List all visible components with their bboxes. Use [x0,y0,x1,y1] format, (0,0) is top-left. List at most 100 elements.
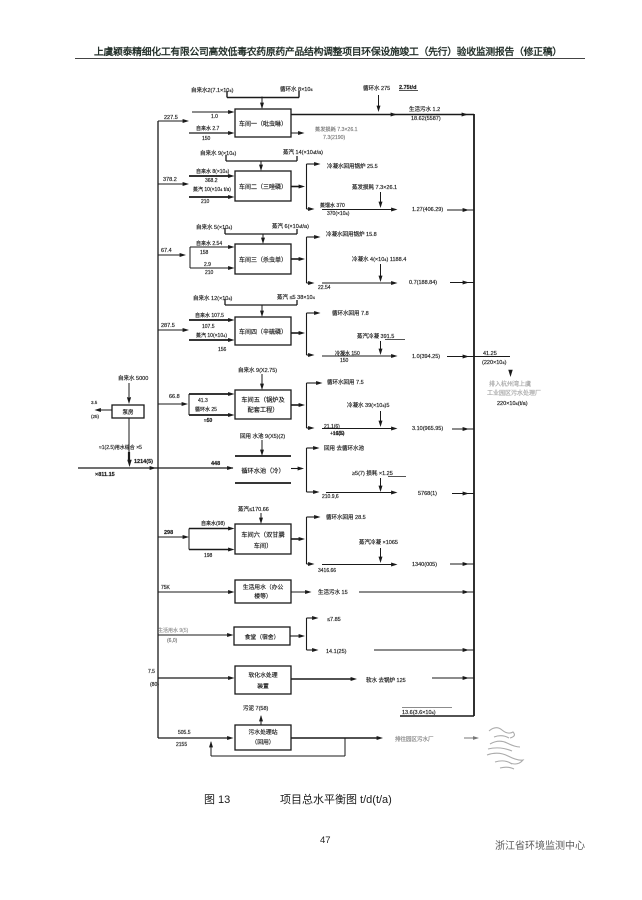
svg-text:生活用水（办公: 生活用水（办公 [243,583,284,591]
svg-text:≈50: ≈50 [204,418,213,424]
svg-text:污水处理站: 污水处理站 [249,728,278,736]
svg-text:蒸发损耗 7.3×26.1: 蒸发损耗 7.3×26.1 [315,125,358,133]
svg-text:13.6(3.6×104): 13.6(3.6×104) [402,710,436,716]
svg-text:蒸汽 14(×104t/a): 蒸汽 14(×104t/a) [283,148,323,156]
svg-text:泵房: 泵房 [122,408,134,416]
svg-text:22.54: 22.54 [318,285,331,291]
svg-text:排往园区污水厂: 排往园区污水厂 [395,735,434,743]
svg-text:生活用水 9(5): 生活用水 9(5) [158,627,189,634]
svg-text:装置: 装置 [257,682,269,690]
svg-text:7.5: 7.5 [148,669,155,675]
svg-text:自来水 107.5: 自来水 107.5 [195,312,224,319]
svg-text:循环水 275: 循环水 275 [363,84,390,92]
svg-text:循环水回用 7.8: 循环水回用 7.8 [332,309,369,317]
svg-text:158: 158 [200,250,209,256]
svg-text:自来水 2.54: 自来水 2.54 [196,240,222,247]
svg-text:蒸汽冷凝 391.5: 蒸汽冷凝 391.5 [357,332,394,340]
svg-text:软化水处理: 软化水处理 [249,671,278,679]
svg-text:1.27(406.29): 1.27(406.29) [412,207,443,213]
svg-text:150: 150 [340,358,349,364]
svg-text:378.2: 378.2 [163,177,177,183]
svg-text:生活污水 1.2: 生活污水 1.2 [409,105,440,113]
svg-text:298: 298 [164,530,173,536]
svg-text:生活污水 15: 生活污水 15 [318,588,348,596]
svg-text:冷凝水 4(×104) 1188.4: 冷凝水 4(×104) 1188.4 [352,255,406,263]
svg-text:368.2: 368.2 [205,178,218,184]
svg-text:蒸馏水 370: 蒸馏水 370 [320,202,345,209]
svg-text:自来水(98): 自来水(98) [201,520,225,527]
svg-text:车间五（锅炉及: 车间五（锅炉及 [241,396,284,404]
svg-text:自来水2(7.1×104): 自来水2(7.1×104) [191,86,234,94]
svg-text:75K: 75K [161,585,171,591]
svg-text:冷凝水 150: 冷凝水 150 [335,350,360,357]
svg-text:150: 150 [202,136,211,142]
svg-text:≈1(2.5)用水综合 ×5: ≈1(2.5)用水综合 ×5 [99,444,142,451]
svg-text:冷凝水回用锅炉 15.8: 冷凝水回用锅炉 15.8 [326,230,377,238]
svg-text:3416.66: 3416.66 [318,568,336,574]
svg-text:3.10(965.95): 3.10(965.95) [412,426,443,432]
svg-text:210: 210 [205,270,214,276]
svg-text:67.4: 67.4 [161,248,172,254]
svg-text:×811.15: ×811.15 [95,472,115,478]
svg-text:≥5(7) 损耗 ×1.25: ≥5(7) 损耗 ×1.25 [352,469,393,477]
svg-text:21.1(6): 21.1(6) [324,424,340,430]
svg-text:+16(5): +16(5) [330,431,345,437]
svg-text:回用 去循环水池: 回用 去循环水池 [324,444,365,452]
svg-text:2.9: 2.9 [204,262,211,268]
svg-text:循环水池（冷）: 循环水池（冷） [241,467,284,475]
svg-text:156: 156 [218,347,227,353]
svg-text:自来水 8(×104): 自来水 8(×104) [196,168,230,175]
svg-text:软水 去锅炉 125: 软水 去锅炉 125 [366,676,406,684]
svg-text:车间四（辛硫磷）: 车间四（辛硫磷） [239,328,287,336]
svg-text:220×104(t/a): 220×104(t/a) [497,401,528,407]
svg-text:（回用）: （回用） [251,739,274,746]
svg-text:1.0(394.25): 1.0(394.25) [412,354,440,360]
svg-text:自来水 9(×104): 自来水 9(×104) [200,149,236,157]
svg-text:(80): (80) [150,682,159,688]
svg-text:448: 448 [211,461,220,467]
svg-text:蒸汽≤170.66: 蒸汽≤170.66 [238,505,269,513]
svg-text:287.5: 287.5 [161,323,175,329]
svg-text:排入杭州湾上虞: 排入杭州湾上虞 [489,380,531,388]
svg-text:自来水 12(×104): 自来水 12(×104) [193,294,233,302]
svg-text:41.25: 41.25 [483,351,497,357]
svg-text:自来水 2.7: 自来水 2.7 [196,125,220,132]
svg-text:1214(5): 1214(5) [134,459,153,465]
svg-text:车间）: 车间） [254,542,273,550]
svg-text:冷凝水 39(×104)5: 冷凝水 39(×104)5 [347,401,389,409]
svg-text:车间六（双甘膦: 车间六（双甘膦 [241,531,284,539]
svg-text:1.0: 1.0 [211,114,218,120]
svg-text:污泥 7(58): 污泥 7(58) [243,704,269,712]
svg-text:5768(1): 5768(1) [418,491,437,497]
svg-text:蒸汽冷凝 ×1065: 蒸汽冷凝 ×1065 [359,538,398,546]
svg-text:车间二（三唑磷）: 车间二（三唑磷） [239,183,287,191]
svg-text:循环水 25: 循环水 25 [195,406,217,413]
svg-text:回用 水池 9(X5)(2): 回用 水池 9(X5)(2) [240,432,285,440]
svg-text:2155: 2155 [176,742,187,748]
svg-text:505.5: 505.5 [178,730,191,736]
svg-text:14.1(25): 14.1(25) [326,649,347,655]
svg-text:循环水 8×104: 循环水 8×104 [280,85,313,93]
svg-text:自来水 9(X2.75): 自来水 9(X2.75) [238,366,277,374]
svg-text:227.5: 227.5 [164,115,178,121]
svg-text:食堂（宿舍）: 食堂（宿舍） [245,633,280,641]
svg-text:蒸汽 10(×104): 蒸汽 10(×104) [196,332,227,339]
svg-text:配套工程）: 配套工程） [248,406,279,414]
svg-text:66.8: 66.8 [169,394,180,400]
svg-text:≤7.85: ≤7.85 [327,617,341,623]
svg-text:车间一（吡虫啉）: 车间一（吡虫啉） [239,120,287,128]
svg-text:210: 210 [201,199,210,205]
svg-text:41.3: 41.3 [198,398,208,404]
svg-text:7.3(2190): 7.3(2190) [323,135,345,141]
svg-text:370(×104): 370(×104) [327,211,350,217]
svg-text:≈150: ≈150 [333,431,344,437]
svg-text:蒸汽 6(×104t/a): 蒸汽 6(×104t/a) [272,222,309,230]
svg-text:循环水回用 28.5: 循环水回用 28.5 [326,513,366,521]
svg-text:(6,0): (6,0) [167,638,178,644]
svg-text:车间三（杀虫单）: 车间三（杀虫单） [239,256,287,264]
svg-text:1340(005): 1340(005) [412,562,437,568]
svg-text:(25): (25) [91,414,100,419]
svg-text:蒸汽 10(×104 t/a): 蒸汽 10(×104 t/a) [193,186,231,193]
svg-text:210.9,6: 210.9,6 [322,494,339,500]
svg-text:2.75t/d: 2.75t/d [399,85,416,91]
